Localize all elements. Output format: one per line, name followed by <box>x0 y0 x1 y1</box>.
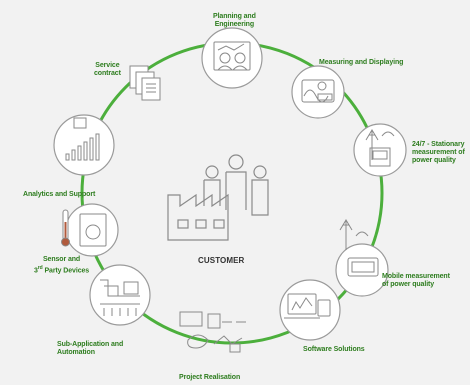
label-sensor-line1: Sensor and <box>42 256 81 263</box>
label-sensor: Sensor and 3rd Party Devices <box>34 256 89 275</box>
label-stationary-line1: 24/7 - Stationary <box>412 141 465 148</box>
node-mobile[interactable] <box>335 219 389 297</box>
sub-application-icon <box>100 279 140 316</box>
sensor-devices-icon <box>79 213 107 247</box>
analytics-chart-icon <box>65 117 100 161</box>
node-project[interactable] <box>179 311 246 353</box>
measuring-display-icon <box>301 79 335 103</box>
software-devices-icon <box>284 293 331 319</box>
node-subapp[interactable] <box>89 264 151 326</box>
stationary-measurement-icon <box>365 129 395 167</box>
node-sensor[interactable] <box>61 203 119 257</box>
label-analytics-line1: Analytics and Support <box>23 191 96 198</box>
label-sensor-line2: 3rd Party Devices <box>34 265 90 275</box>
label-software-line1: Software Solutions <box>303 346 365 353</box>
label-software: Software Solutions <box>303 346 365 354</box>
label-stationary-line3: power quality <box>412 157 456 164</box>
node-stationary[interactable] <box>353 123 407 177</box>
label-service-line2: contract <box>94 70 121 77</box>
label-mobile: Mobile measurement of power quality <box>382 273 450 289</box>
label-project: Project Realisation <box>179 374 240 382</box>
node-service[interactable] <box>129 65 161 101</box>
label-planning-line1: Planning and <box>213 13 256 20</box>
label-stationary: 24/7 - Stationary measurement of power q… <box>412 141 465 165</box>
node-analytics[interactable] <box>53 114 115 176</box>
project-realisation-icon <box>179 311 246 353</box>
label-project-line1: Project Realisation <box>179 374 241 381</box>
node-measuring[interactable] <box>291 65 345 119</box>
label-measuring-line1: Measuring and Displaying <box>319 59 404 66</box>
label-stationary-line2: measurement of <box>412 149 465 156</box>
service-contract-icon <box>129 65 161 101</box>
label-mobile-line2: of power quality <box>382 281 435 288</box>
node-software[interactable] <box>279 279 341 341</box>
planning-engineers-icon <box>213 41 251 71</box>
label-service-line1: Service <box>95 62 120 69</box>
label-measuring: Measuring and Displaying <box>319 59 403 67</box>
center-label-customer: CUSTOMER <box>198 256 245 265</box>
mobile-measurement-icon <box>339 219 379 277</box>
label-subapp: Sub-Application and Automation <box>57 341 123 357</box>
label-mobile-line1: Mobile measurement <box>382 273 450 280</box>
ordinal-suffix: rd <box>37 265 43 271</box>
label-service: Service contract <box>94 62 121 78</box>
thermometer-icon <box>61 209 70 247</box>
node-planning[interactable] <box>201 27 263 89</box>
label-planning: Planning and Engineering <box>213 13 256 29</box>
label-subapp-line1: Sub-Application and <box>57 341 124 348</box>
customer-factory-people-icon <box>167 154 269 241</box>
label-subapp-line2: Automation <box>57 349 95 356</box>
label-planning-line2: Engineering <box>214 21 255 28</box>
label-analytics: Analytics and Support <box>23 191 95 199</box>
